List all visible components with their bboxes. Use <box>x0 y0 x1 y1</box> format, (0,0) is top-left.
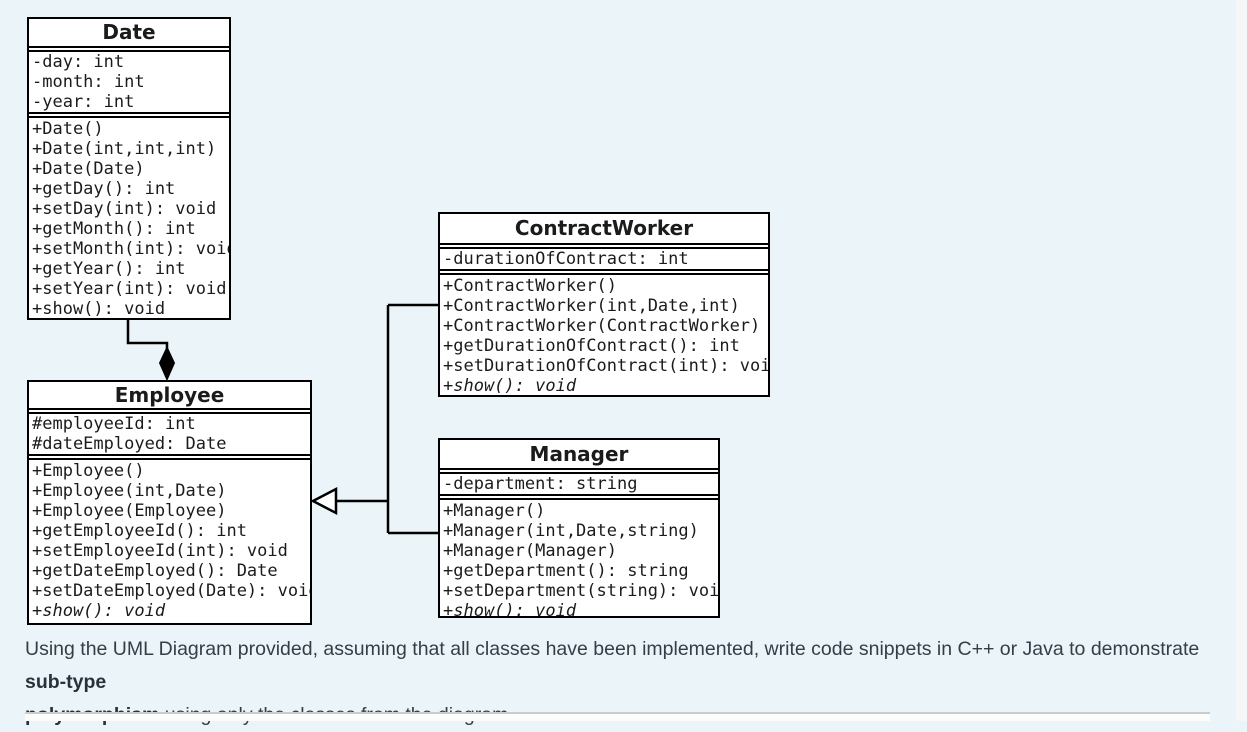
uml-member: +getDateEmployed(): Date <box>32 561 278 581</box>
composition-connector <box>126 320 176 382</box>
uml-member: +show(): void <box>443 601 577 618</box>
uml-member: +Manager() <box>443 501 546 521</box>
class-methods: +Date()+Date(int,int,int)+Date(Date)+get… <box>29 116 231 319</box>
composition-diamond-icon <box>158 345 176 382</box>
uml-member: +Manager(int,Date,string) <box>443 521 699 541</box>
class-methods: +Employee()+Employee(int,Date)+Employee(… <box>29 458 310 621</box>
class-attributes: -day: int-month: int-year: int <box>29 50 229 114</box>
class-box-manager: Manager -department: string +Manager()+M… <box>438 438 720 618</box>
class-box-date: Date -day: int-month: int-year: int +Dat… <box>27 17 231 320</box>
uml-member: +Manager(Manager) <box>443 541 617 561</box>
class-title: Manager <box>440 440 718 470</box>
uml-member: +show(): void <box>443 376 577 396</box>
uml-member: -durationOfContract: int <box>443 249 689 269</box>
page-edge-strip <box>1236 0 1247 721</box>
uml-member: #dateEmployed: Date <box>32 434 227 454</box>
class-attributes: -durationOfContract: int <box>440 247 768 271</box>
uml-member: +Employee(int,Date) <box>32 481 227 501</box>
uml-member: +getEmployeeId(): int <box>32 521 247 541</box>
class-title: ContractWorker <box>440 214 768 245</box>
class-title: Employee <box>29 382 310 410</box>
class-title: Date <box>29 19 229 48</box>
uml-member: #employeeId: int <box>32 414 196 434</box>
uml-member: -department: string <box>443 474 638 494</box>
class-box-contractworker: ContractWorker -durationOfContract: int … <box>438 212 770 397</box>
uml-member: +Date(Date) <box>32 159 145 179</box>
uml-member: +ContractWorker(int,Date,int) <box>443 296 740 316</box>
uml-member: +Date() <box>32 119 104 139</box>
uml-member: -day: int <box>32 52 125 72</box>
uml-member: +getDurationOfContract(): int <box>443 336 740 356</box>
uml-member: +setYear(int): void <box>32 279 227 299</box>
uml-member: +setDurationOfContract(int): void <box>443 356 770 376</box>
class-attributes: #employeeId: int#dateEmployed: Date <box>29 412 310 456</box>
class-methods: +Manager()+Manager(int,Date,string)+Mana… <box>440 498 720 618</box>
uml-member: +ContractWorker() <box>443 276 617 296</box>
question-line1: Using the UML Diagram provided, assuming… <box>25 638 1200 660</box>
class-box-employee: Employee #employeeId: int#dateEmployed: … <box>27 380 312 625</box>
uml-member: +setMonth(int): void <box>32 239 231 259</box>
uml-member: -month: int <box>32 72 145 92</box>
uml-member: +getYear(): int <box>32 259 186 279</box>
question-bold-subtype: sub-type <box>25 671 107 693</box>
uml-member: +setEmployeeId(int): void <box>32 541 288 561</box>
uml-member: +setDateEmployed(Date): void <box>32 581 312 601</box>
uml-member: +getDay(): int <box>32 179 176 199</box>
uml-member: +Employee(Employee) <box>32 501 227 521</box>
inheritance-connector <box>310 303 438 535</box>
uml-member: +getDepartment(): string <box>443 561 689 581</box>
uml-member: +ContractWorker(ContractWorker) <box>443 316 761 336</box>
uml-member: +Date(int,int,int) <box>32 139 217 159</box>
class-methods: +ContractWorker()+ContractWorker(int,Dat… <box>440 273 770 396</box>
uml-member: -year: int <box>32 92 135 112</box>
uml-member: +Employee() <box>32 461 145 481</box>
uml-member: +setDepartment(string): void <box>443 581 720 601</box>
cutoff-panel-top-edge <box>25 712 1210 721</box>
inheritance-triangle-icon <box>310 486 338 516</box>
uml-member: +show(): void <box>32 299 166 319</box>
uml-member: +show(): void <box>32 601 166 621</box>
class-attributes: -department: string <box>440 472 718 496</box>
uml-member: +getMonth(): int <box>32 219 196 239</box>
uml-member: +setDay(int): void <box>32 199 217 219</box>
